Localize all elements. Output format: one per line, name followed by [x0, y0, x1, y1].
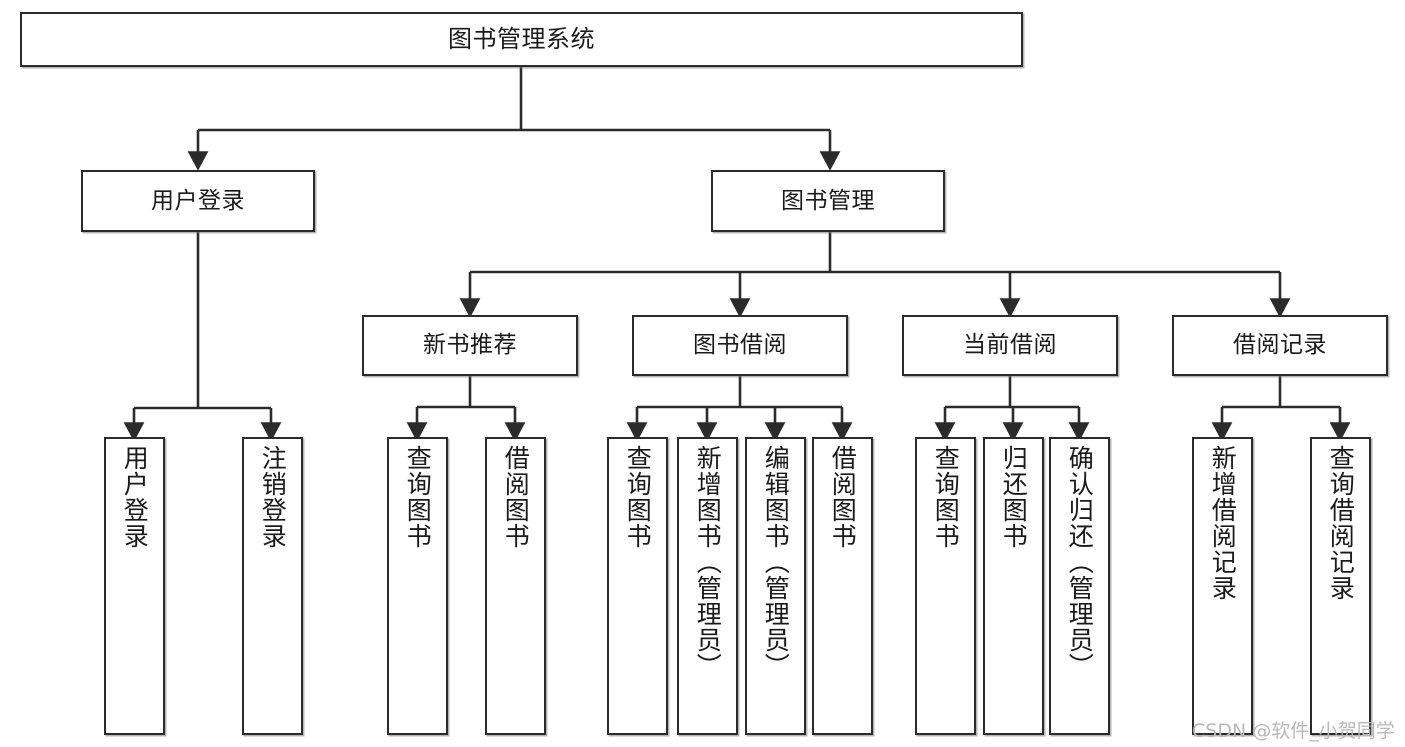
node-borrow-record[interactable]: 借阅记录	[1172, 315, 1388, 376]
leaf-edit-book[interactable]: 编辑图书（管理员）	[745, 437, 806, 735]
node-label: 查询图书	[931, 445, 961, 549]
leaf-confirm-return[interactable]: 确认归还（管理员）	[1049, 437, 1110, 735]
node-label: 查询借阅记录	[1326, 445, 1356, 601]
leaf-query-book-current[interactable]: 查询图书	[915, 437, 976, 735]
node-user-login[interactable]: 用户登录	[81, 170, 315, 232]
node-label: 图书借阅	[693, 332, 787, 359]
csdn-watermark: CSDN @软件_小贺同学	[1192, 720, 1395, 742]
node-label: 归还图书	[999, 445, 1029, 549]
node-label: 用户登录	[151, 187, 245, 214]
node-label: 新书推荐	[423, 332, 517, 359]
leaf-query-book-borrow[interactable]: 查询图书	[607, 437, 668, 735]
node-label: 编辑图书（管理员）	[761, 445, 791, 679]
leaf-query-borrow-record[interactable]: 查询借阅记录	[1310, 437, 1371, 735]
node-label: 查询图书	[403, 445, 433, 549]
node-label: 借阅记录	[1233, 332, 1327, 359]
node-label: 用户登录	[120, 445, 150, 549]
node-label: 注销登录	[258, 445, 288, 549]
node-label: 当前借阅	[963, 332, 1057, 359]
node-label: 图书管理	[781, 187, 875, 214]
leaf-return-book[interactable]: 归还图书	[983, 437, 1044, 735]
node-label: 查询图书	[623, 445, 653, 549]
node-label: 借阅图书	[828, 445, 858, 549]
node-label: 确认归还（管理员）	[1065, 445, 1095, 679]
node-label: 新增借阅记录	[1208, 445, 1238, 601]
node-current-borrow[interactable]: 当前借阅	[902, 315, 1118, 376]
node-label: 借阅图书	[501, 445, 531, 549]
node-label: 新增图书（管理员）	[693, 445, 723, 679]
leaf-query-book-recommend[interactable]: 查询图书	[387, 437, 448, 735]
leaf-add-borrow-record[interactable]: 新增借阅记录	[1192, 437, 1253, 735]
node-book-management[interactable]: 图书管理	[711, 170, 945, 232]
node-book-borrow[interactable]: 图书借阅	[632, 315, 848, 376]
leaf-add-book[interactable]: 新增图书（管理员）	[677, 437, 738, 735]
leaf-user-login[interactable]: 用户登录	[104, 437, 165, 735]
leaf-borrow-book-recommend[interactable]: 借阅图书	[485, 437, 546, 735]
leaf-logout-login[interactable]: 注销登录	[242, 437, 303, 735]
leaf-borrow-book[interactable]: 借阅图书	[812, 437, 873, 735]
node-new-book-recommend[interactable]: 新书推荐	[362, 315, 578, 376]
node-label: 图书管理系统	[448, 24, 595, 53]
node-root-system[interactable]: 图书管理系统	[20, 12, 1023, 67]
